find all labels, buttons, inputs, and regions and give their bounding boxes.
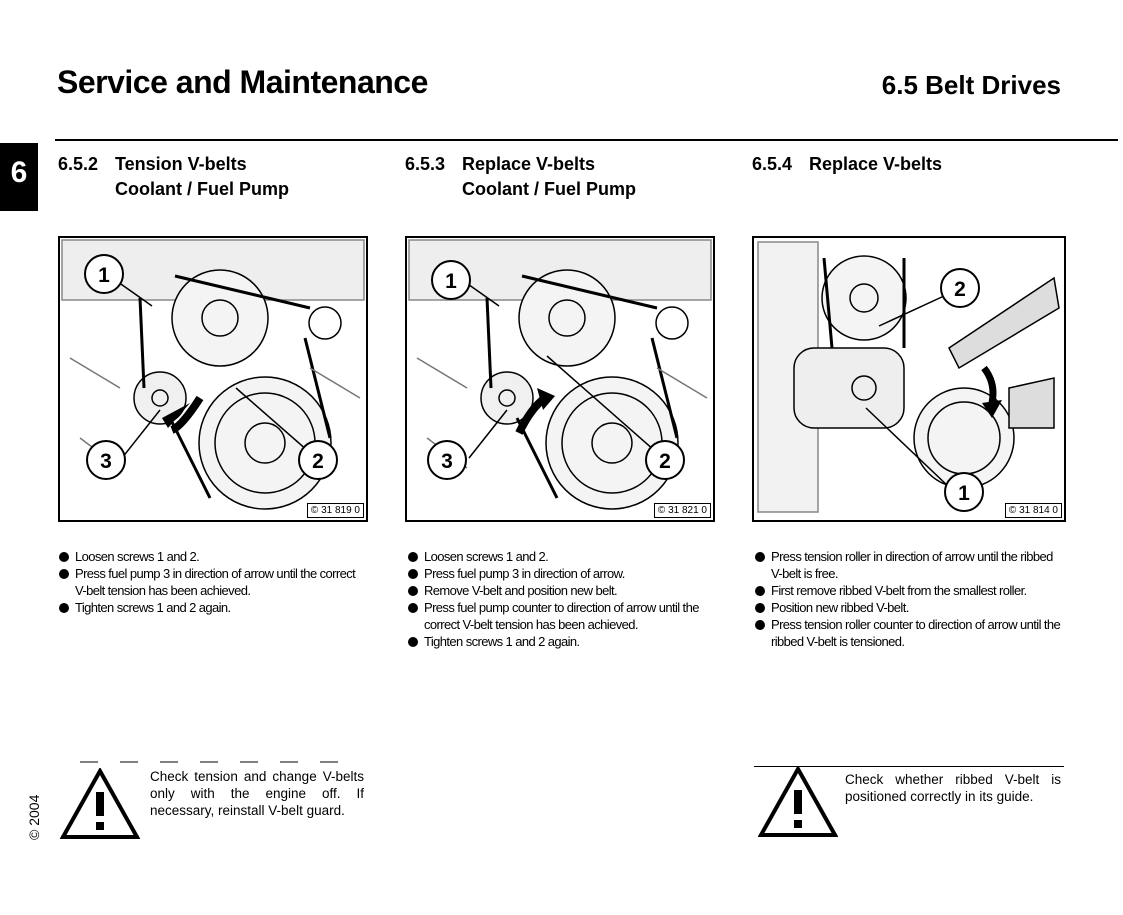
steps-list-6-5-4: Press tension roller in direction of arr…	[754, 548, 1066, 650]
heading-6-5-4: 6.5.4 Replace V-belts	[752, 152, 942, 177]
engine-illustration: 1 2 3	[61, 239, 365, 510]
callout-3: 3	[441, 450, 453, 473]
header-rule	[55, 139, 1118, 141]
warning-text: Check tension and change V-belts only wi…	[150, 769, 364, 818]
callout-2: 2	[659, 450, 671, 473]
heading-number: 6.5.2	[58, 154, 99, 174]
heading-subtitle: Coolant / Fuel Pump	[462, 179, 636, 199]
section-title: 6.5 Belt Drives	[881, 70, 1061, 100]
heading-number: 6.5.4	[752, 154, 793, 174]
engine-illustration: 1 2 3	[408, 239, 712, 510]
divider	[754, 766, 1064, 767]
heading-subtitle: Coolant / Fuel Pump	[115, 179, 289, 199]
callout-3: 3	[100, 450, 112, 473]
list-item: First remove ribbed V-belt from the smal…	[754, 582, 1066, 599]
list-item: Tighten screws 1 and 2 again.	[407, 633, 719, 650]
callout-2: 2	[312, 450, 324, 473]
callout-2: 2	[954, 278, 966, 301]
page-title: Service and Maintenance	[57, 64, 428, 100]
heading-number: 6.5.3	[405, 154, 446, 174]
engine-illustration: 2 1	[757, 241, 1060, 513]
list-item: Position new ribbed V-belt.	[754, 599, 1066, 616]
figure-replace-vbelts-roller: 2 1 © 31 814 0	[752, 236, 1066, 522]
chapter-tab: 6	[0, 143, 38, 211]
heading-title: Replace V-belts	[809, 154, 943, 174]
figure-id: © 31 821 0	[653, 503, 711, 518]
figure-replace-vbelts-pump: 1 2 3 © 31 821 0	[405, 236, 715, 522]
heading-title: Replace V-belts	[462, 154, 596, 174]
list-item: Press fuel pump 3 in direction of arrow …	[58, 565, 368, 599]
figure-id: © 31 819 0	[306, 503, 364, 518]
list-item: Press tension roller counter to directio…	[754, 616, 1066, 650]
callout-1: 1	[98, 264, 110, 287]
list-item: Press tension roller in direction of arr…	[754, 548, 1066, 582]
divider	[80, 761, 350, 763]
list-item: Tighten screws 1 and 2 again.	[58, 599, 368, 616]
list-item: Press fuel pump counter to direction of …	[407, 599, 719, 633]
copyright: © 2004	[26, 794, 42, 840]
heading-6-5-2: 6.5.2 Tension V-belts Coolant / Fuel Pump	[58, 152, 289, 202]
list-item: Remove V-belt and position new belt.	[407, 582, 719, 599]
warning-icon	[758, 766, 838, 837]
list-item: Loosen screws 1 and 2.	[407, 548, 719, 565]
steps-list-6-5-3: Loosen screws 1 and 2. Press fuel pump 3…	[407, 548, 719, 650]
steps-list-6-5-2: Loosen screws 1 and 2. Press fuel pump 3…	[58, 548, 368, 616]
heading-title: Tension V-belts	[115, 154, 247, 174]
figure-tension-vbelts: 1 2 3 © 31 819 0	[58, 236, 368, 522]
list-item: Loosen screws 1 and 2.	[58, 548, 368, 565]
callout-1: 1	[958, 482, 970, 505]
figure-id: © 31 814 0	[1004, 503, 1062, 518]
warning-text: Check whether ribbed V-belt is positione…	[845, 772, 1061, 804]
warning-icon	[60, 768, 140, 839]
heading-6-5-3: 6.5.3 Replace V-belts Coolant / Fuel Pump	[405, 152, 636, 202]
callout-1: 1	[445, 270, 457, 293]
list-item: Press fuel pump 3 in direction of arrow.	[407, 565, 719, 582]
